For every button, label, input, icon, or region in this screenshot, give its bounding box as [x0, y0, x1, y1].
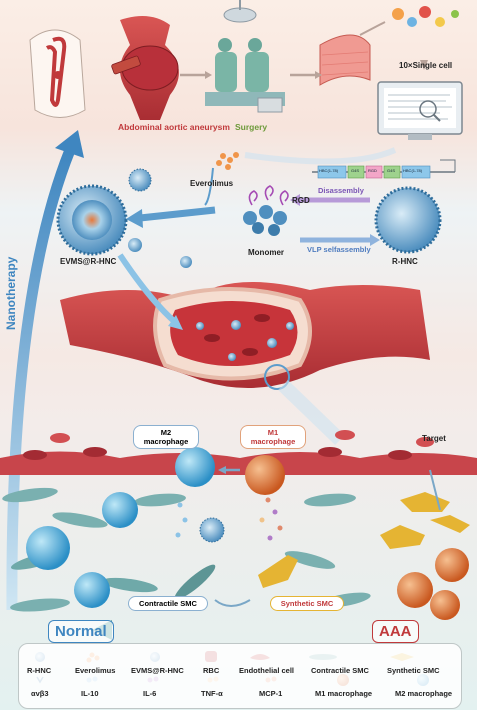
rgd-label: RGD [292, 196, 310, 205]
aaa-label: Abdominal aortic aneurysm [118, 122, 230, 132]
legend-endothelial-cell: Endothelial cell [239, 666, 295, 675]
selfassembly-arrow-head [370, 234, 380, 246]
nanoparticle-small-2 [128, 238, 192, 268]
legend-avb3: αvβ3 [31, 689, 49, 698]
smc-conversion-arrow [214, 599, 251, 607]
flow-arrow-3 [359, 21, 386, 36]
everolimus-label: Everolimus [190, 179, 234, 188]
target-arrow [429, 469, 441, 511]
m1-macrophage-label: M1 macrophage [240, 425, 306, 449]
gene-segment-2: G4S [351, 168, 360, 173]
nanotherapy-arrow-head [55, 130, 84, 158]
surgery-scene [205, 0, 285, 113]
legend-rhnc: R-HNC [27, 666, 52, 675]
m2-macrophage-label: M2 macrophage [133, 425, 199, 449]
human-torso [29, 29, 86, 118]
legend-synthetic-smc: Synthetic SMC [387, 666, 440, 675]
legend-tnf: TNF-α [201, 689, 223, 698]
gene-segment-4: G4S [387, 168, 396, 173]
monomer-cluster [243, 185, 289, 236]
monomer-label: Monomer [248, 248, 284, 257]
legend-mcp1: MCP-1 [259, 689, 283, 698]
single-cell-label: 10×Single cell [399, 61, 453, 70]
gene-segment-3: RGD [368, 168, 377, 173]
zoom-beam [278, 379, 345, 446]
surgery-label: Surgery [235, 122, 268, 132]
m2-macrophages [26, 447, 215, 608]
normal-state-label: Normal [48, 620, 114, 643]
legend-il10: IL-10 [81, 689, 99, 698]
aaa-state-label: AAA [372, 620, 419, 643]
loading-arrow [139, 206, 216, 222]
computer-monitor [377, 81, 463, 140]
legend-contractile-smc: Contractile SMC [311, 666, 369, 675]
flow-arrow-2-head [315, 71, 322, 79]
disassembly-label: Disassembly [318, 186, 364, 195]
vlp-selfassembly-label: VLP selfassembly [307, 245, 371, 254]
everolimus-molecules [216, 152, 239, 170]
synthetic-smc-cluster [258, 492, 470, 588]
evms-rhnc-label: EVMS@R-HNC [60, 257, 117, 266]
m1-to-m2-arrow-head [218, 466, 226, 474]
sc-to-drug-arrow [244, 147, 397, 165]
nanotherapy-label: Nanotherapy [4, 256, 18, 330]
legend-m2-macrophage: M2 macrophage [395, 689, 453, 698]
nanoparticle-small-1 [128, 168, 152, 192]
aneurysm-illustration [111, 16, 179, 120]
contractile-smc-label: Contractile SMC [128, 596, 208, 611]
loading-arrow-head [126, 209, 143, 228]
target-label: Target [422, 434, 446, 443]
therapy-particle [199, 517, 225, 543]
cytokine-dots [175, 497, 283, 541]
drug-arrow [204, 167, 214, 206]
legend-evms-rhnc: EVMS@R-HNC [131, 666, 184, 675]
aneurysm-vessel [60, 282, 430, 390]
m1-macrophages [245, 455, 469, 620]
disassembly-arrow-head [290, 194, 300, 206]
legend-m1-macrophage: M1 macrophage [315, 689, 373, 698]
synthetic-smc-label: Synthetic SMC [270, 596, 344, 611]
legend-rbc: RBC [203, 666, 220, 675]
endothelium-layer [0, 430, 477, 475]
flow-arrow-4-head [420, 60, 428, 70]
tissue-sample [319, 34, 371, 86]
injection-arrow [117, 253, 177, 325]
legend-il6: IL-6 [143, 689, 157, 698]
rhnc-particle [374, 186, 442, 254]
gene-segment-5: HBC(1-78) [403, 168, 423, 173]
evms-rhnc-particle [56, 184, 128, 256]
rhnc-label: R-HNC [392, 257, 418, 266]
flow-arrow-1-head [205, 71, 212, 79]
gene-segment-1: HBC(1-78) [319, 168, 339, 173]
injection-arrow-head [168, 315, 183, 330]
nanotherapy-arrow [6, 147, 76, 611]
legend-everolimus: Everolimus [75, 666, 116, 675]
gene-construct [312, 159, 456, 179]
legend-panel: R-HNC Everolimus EVMS@R-HNC RBC Endothel… [18, 643, 462, 709]
single-cell-droplets [392, 6, 459, 27]
